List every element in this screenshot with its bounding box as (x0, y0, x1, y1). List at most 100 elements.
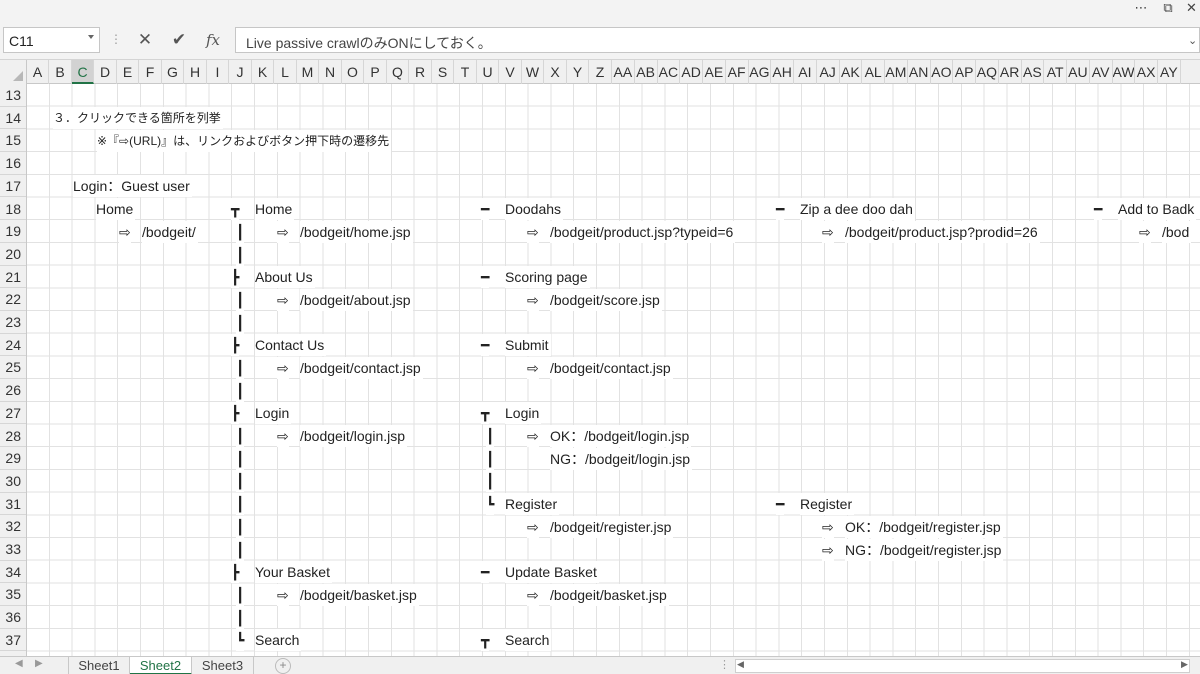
cell-login-url[interactable]: /bodgeit/login.jsp (300, 425, 408, 447)
cancel-entry-icon[interactable]: ✕ (137, 30, 153, 49)
sheet-tab-3[interactable]: Sheet3 (192, 657, 254, 674)
column-header-ag[interactable]: AG (749, 60, 772, 84)
column-header-s[interactable]: S (432, 60, 454, 84)
row-header-13[interactable]: 13 (0, 84, 26, 107)
column-header-ae[interactable]: AE (703, 60, 726, 84)
cell-basket-url[interactable]: /bodgeit/basket.jsp (300, 584, 419, 606)
column-header-au[interactable]: AU (1067, 60, 1090, 84)
tab-split-handle-icon[interactable]: ⋮ (719, 659, 730, 671)
cell-zip-url[interactable]: /bodgeit/product.jsp?prodid=26 (845, 221, 1040, 243)
name-box[interactable]: C11 (3, 27, 100, 53)
cell-search[interactable]: Search (255, 629, 302, 651)
column-header-ap[interactable]: AP (953, 60, 976, 84)
row-header-17[interactable]: 17 (0, 175, 26, 198)
row-header-26[interactable]: 26 (0, 379, 26, 402)
cell-login2-ng[interactable]: NG：/bodgeit/login.jsp (550, 448, 693, 470)
restore-window-icon[interactable]: ⧉ (1163, 0, 1173, 15)
prev-sheet-icon[interactable]: ◀ (15, 658, 23, 669)
cell-contact-url[interactable]: /bodgeit/contact.jsp (300, 357, 423, 379)
column-header-at[interactable]: AT (1044, 60, 1067, 84)
column-header-h[interactable]: H (184, 60, 207, 84)
cell-doodahs[interactable]: Doodahs (505, 198, 564, 220)
column-header-al[interactable]: AL (862, 60, 885, 84)
column-header-o[interactable]: O (342, 60, 364, 84)
row-header-15[interactable]: 15 (0, 129, 26, 153)
cell-home[interactable]: Home (255, 198, 295, 220)
cell-login2-ok[interactable]: OK：/bodgeit/login.jsp (550, 425, 692, 447)
cell-home-root[interactable]: Home (96, 198, 136, 220)
column-header-c[interactable]: C (72, 60, 94, 84)
column-header-x[interactable]: X (544, 60, 567, 84)
column-header-n[interactable]: N (319, 60, 342, 84)
column-header-af[interactable]: AF (726, 60, 749, 84)
cell-note[interactable]: ※『⇨(URL)』は、リンクおよびボタン押下時の遷移先 (97, 130, 392, 152)
cell-contact[interactable]: Contact Us (255, 334, 327, 356)
expand-formula-bar-icon[interactable]: ⌄ (1188, 35, 1198, 47)
column-header-r[interactable]: R (409, 60, 432, 84)
row-header-23[interactable]: 23 (0, 311, 26, 334)
column-header-j[interactable]: J (229, 60, 252, 84)
column-header-b[interactable]: B (49, 60, 72, 84)
column-header-u[interactable]: U (477, 60, 499, 84)
row-header-36[interactable]: 36 (0, 606, 26, 629)
cell-basket[interactable]: Your Basket (255, 561, 332, 583)
row-header-27[interactable]: 27 (0, 402, 26, 425)
cell-add-to-basket[interactable]: Add to Badk (1118, 198, 1197, 220)
column-header-t[interactable]: T (454, 60, 477, 84)
column-header-ay[interactable]: AY (1158, 60, 1181, 84)
row-header-32[interactable]: 32 (0, 515, 26, 538)
cell-about-url[interactable]: /bodgeit/about.jsp (300, 289, 413, 311)
row-header-29[interactable]: 29 (0, 447, 26, 470)
column-header-ar[interactable]: AR (999, 60, 1022, 84)
column-header-ai[interactable]: AI (794, 60, 817, 84)
column-header-aq[interactable]: AQ (976, 60, 999, 84)
row-header-16[interactable]: 16 (0, 152, 26, 175)
column-header-e[interactable]: E (117, 60, 139, 84)
column-header-ad[interactable]: AD (680, 60, 703, 84)
cell-heading[interactable]: ３．クリックできる箇所を列挙 (53, 107, 223, 129)
column-header-as[interactable]: AS (1022, 60, 1045, 84)
column-header-k[interactable]: K (252, 60, 274, 84)
row-header-37[interactable]: 37 (0, 629, 26, 652)
row-header-21[interactable]: 21 (0, 266, 26, 289)
cell-register[interactable]: Register (505, 493, 560, 515)
cell-register2[interactable]: Register (800, 493, 855, 515)
cell-about[interactable]: About Us (255, 266, 315, 288)
column-header-ak[interactable]: AK (840, 60, 863, 84)
cell-doodahs-url[interactable]: /bodgeit/product.jsp?typeid=6 (550, 221, 736, 243)
add-sheet-icon[interactable]: + (275, 658, 291, 674)
cell-login2[interactable]: Login (505, 402, 542, 424)
column-header-m[interactable]: M (297, 60, 319, 84)
column-header-p[interactable]: P (364, 60, 387, 84)
cell-home-url[interactable]: /bodgeit/home.jsp (300, 221, 413, 243)
column-header-av[interactable]: AV (1090, 60, 1113, 84)
column-header-ao[interactable]: AO (931, 60, 954, 84)
column-header-l[interactable]: L (274, 60, 297, 84)
column-header-y[interactable]: Y (567, 60, 589, 84)
row-header-31[interactable]: 31 (0, 493, 26, 516)
column-header-i[interactable]: I (207, 60, 229, 84)
row-header-18[interactable]: 18 (0, 198, 26, 221)
confirm-entry-icon[interactable]: ✔ (171, 30, 187, 49)
column-header-aa[interactable]: AA (612, 60, 635, 84)
row-header-28[interactable]: 28 (0, 425, 26, 448)
row-header-25[interactable]: 25 (0, 356, 26, 380)
row-header-35[interactable]: 35 (0, 583, 26, 607)
horizontal-scrollbar[interactable] (735, 659, 1190, 673)
column-header-v[interactable]: V (499, 60, 522, 84)
worksheet-grid[interactable]: ３．クリックできる箇所を列挙 ※『⇨(URL)』は、リンクおよびボタン押下時の遷… (27, 84, 1200, 656)
cell-submit-url[interactable]: /bodgeit/contact.jsp (550, 357, 673, 379)
row-header-19[interactable]: 19 (0, 220, 26, 243)
cell-search2[interactable]: Search (505, 629, 552, 651)
column-header-w[interactable]: W (522, 60, 544, 84)
row-header-30[interactable]: 30 (0, 470, 26, 493)
cell-scoring[interactable]: Scoring page (505, 266, 590, 288)
column-header-ax[interactable]: AX (1135, 60, 1158, 84)
cell-submit[interactable]: Submit (505, 334, 551, 356)
close-window-icon[interactable]: ✕ (1186, 0, 1197, 15)
formula-bar-grip-icon[interactable]: ⋮ (110, 32, 122, 46)
insert-function-icon[interactable]: fx (205, 31, 220, 49)
column-header-ab[interactable]: AB (635, 60, 658, 84)
cell-login-guest[interactable]: Login：Guest user (73, 175, 192, 197)
row-header-22[interactable]: 22 (0, 288, 26, 311)
